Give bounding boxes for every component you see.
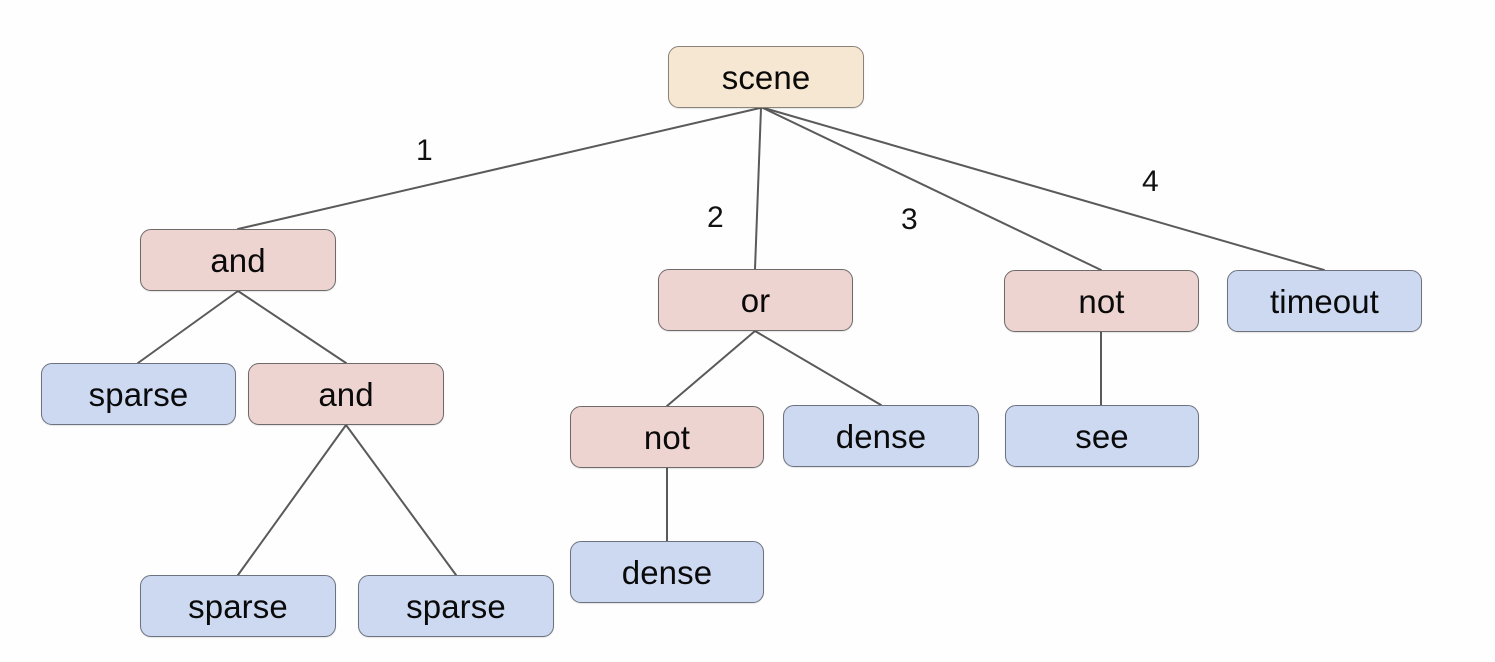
node-sparse1[interactable]: sparse	[41, 363, 236, 425]
node-label: see	[1075, 417, 1129, 455]
node-or1[interactable]: or	[658, 269, 853, 331]
node-and1[interactable]: and	[140, 229, 336, 291]
node-and2[interactable]: and	[248, 363, 444, 425]
node-dense2[interactable]: dense	[570, 541, 764, 603]
edge-and2-to-sparse2	[237, 424, 347, 576]
node-dense1[interactable]: dense	[783, 405, 979, 467]
node-label: dense	[621, 553, 713, 591]
node-label: not	[1078, 282, 1125, 320]
edge-label-1: 1	[416, 134, 433, 167]
edge-and1-to-and2	[237, 290, 347, 364]
edge-or1-to-not2	[666, 330, 756, 407]
edge-label-4: 4	[1142, 165, 1159, 198]
node-not2[interactable]: not	[570, 406, 764, 468]
node-scene[interactable]: scene	[668, 46, 864, 108]
edge-or1-to-dense1	[754, 330, 882, 406]
edge-and2-to-sparse3	[345, 424, 457, 576]
node-sparse3[interactable]: sparse	[358, 575, 554, 637]
node-label: sparse	[88, 375, 189, 413]
node-see1[interactable]: see	[1005, 405, 1199, 467]
edge-scene-to-and1	[237, 107, 761, 230]
node-not1[interactable]: not	[1004, 270, 1199, 332]
node-label: sparse	[406, 587, 506, 625]
node-label: sparse	[188, 587, 288, 625]
edge-scene-to-not1	[762, 107, 1102, 271]
edge-label-2: 2	[707, 201, 724, 234]
node-label: timeout	[1270, 282, 1379, 320]
node-label: and	[318, 375, 374, 413]
edge-label-3: 3	[901, 203, 918, 236]
node-label: not	[643, 418, 691, 456]
node-label: and	[210, 241, 266, 279]
node-label: or	[740, 281, 771, 319]
node-timeout1[interactable]: timeout	[1227, 270, 1422, 332]
edge-and1-to-sparse1	[137, 290, 239, 364]
node-sparse2[interactable]: sparse	[140, 575, 336, 637]
node-label: scene	[721, 58, 811, 96]
edge-scene-to-or1	[754, 107, 762, 270]
node-label: dense	[835, 417, 927, 455]
edge-scene-to-timeout1	[763, 107, 1325, 271]
